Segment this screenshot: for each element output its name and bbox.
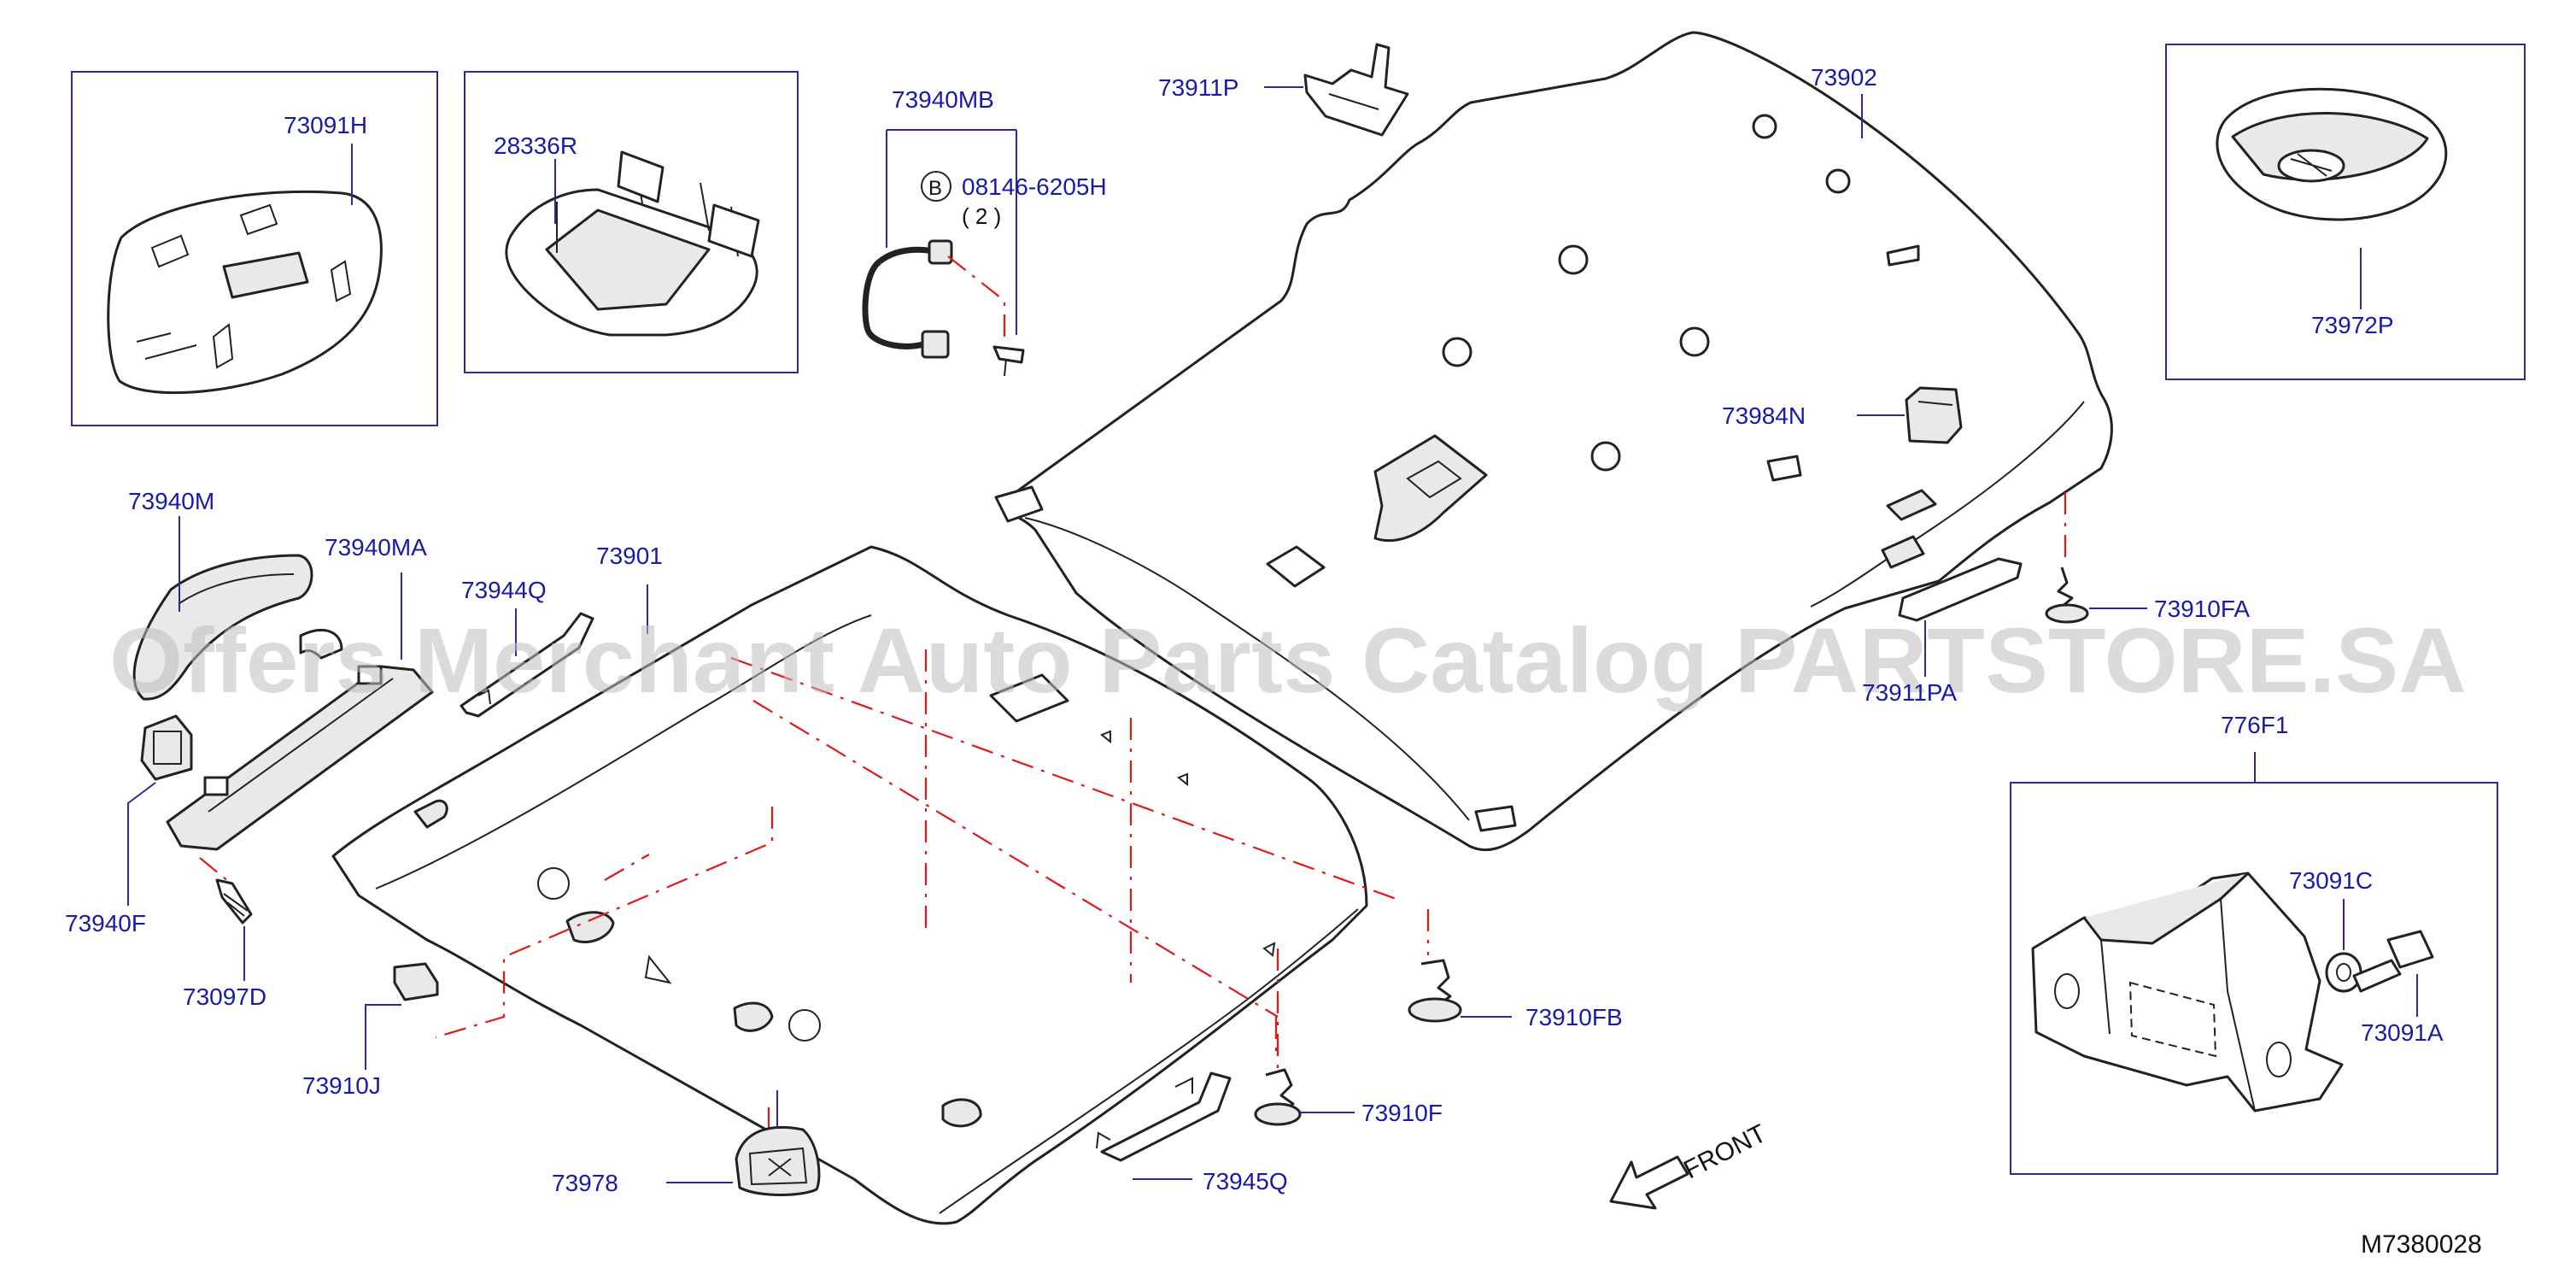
label-73944Q: 73944Q (461, 577, 547, 603)
screw-73097D (215, 878, 253, 925)
washer-73091C (2325, 952, 2362, 993)
label-73901: 73901 (596, 543, 663, 569)
bracket-776F1 (2031, 872, 2344, 1112)
label-73091C: 73091C (2289, 867, 2373, 894)
label-73091A: 73091A (2361, 1019, 2444, 1046)
label-73910F: 73910F (1361, 1100, 1443, 1126)
front-label: FRONT (1679, 1119, 1771, 1184)
label-73910FA: 73910FA (2154, 596, 2250, 622)
lamp-73940F (140, 714, 193, 781)
clip-73911PA (1881, 489, 2023, 622)
headliner-panel-73902 (994, 31, 2113, 852)
bracket-73944Q (460, 612, 594, 718)
diagram-code: M7380028 (2361, 1230, 2482, 1259)
dome-lamp-73972P (2216, 87, 2448, 221)
qty-label: ( 2 ) (962, 203, 1001, 229)
label-73902: 73902 (1811, 64, 1877, 91)
label-73978: 73978 (552, 1170, 618, 1196)
trim-73940MA (166, 628, 434, 851)
label-73945Q: 73945Q (1203, 1168, 1288, 1195)
clip-73910J (393, 962, 439, 1001)
label-73972P: 73972P (2311, 312, 2394, 338)
roof-harness (862, 239, 1025, 377)
clip-73910F (1254, 1068, 1302, 1126)
bolt-73091A (2352, 930, 2434, 993)
front-arrow-icon (1609, 1155, 1689, 1210)
lamp-bracket (505, 150, 760, 337)
detail-box-73972P (2165, 44, 2526, 380)
watermark-text: Offers Merchant Auto Parts Catalog PARTS… (109, 608, 2467, 712)
label-28336R: 28336R (494, 132, 577, 159)
clip-73910FB (1408, 959, 1462, 1023)
label-73911PA: 73911PA (1862, 679, 1957, 706)
bolt-symbol-circle (921, 171, 951, 202)
label-73940MA: 73940MA (325, 534, 427, 561)
label-73910FB: 73910FB (1525, 1004, 1623, 1030)
label-73940M: 73940M (128, 488, 214, 514)
bolt-symbol-label: B (928, 177, 942, 200)
label-776F1: 776F1 (2221, 712, 2288, 738)
map-lamp-housing (107, 190, 383, 395)
label-73091H: 73091H (284, 112, 367, 138)
clip-73910FA (2045, 566, 2089, 624)
label-73940F: 73940F (65, 910, 146, 936)
label-73940MB: 73940MB (892, 86, 994, 113)
clip-73911P (1303, 43, 1409, 137)
label-73910J: 73910J (302, 1072, 381, 1099)
detail-box-28336R (464, 71, 799, 373)
label-73097D: 73097D (183, 983, 266, 1010)
lamp-73978 (735, 1125, 821, 1196)
label-73911P: 73911P (1158, 74, 1238, 101)
label-73984N: 73984N (1722, 402, 1806, 429)
label-08146-6205H: 08146-6205H (962, 173, 1107, 200)
bracket-73945Q (1096, 1071, 1232, 1162)
detail-box-73091H (71, 71, 438, 426)
clip-73984N (1905, 386, 1963, 444)
